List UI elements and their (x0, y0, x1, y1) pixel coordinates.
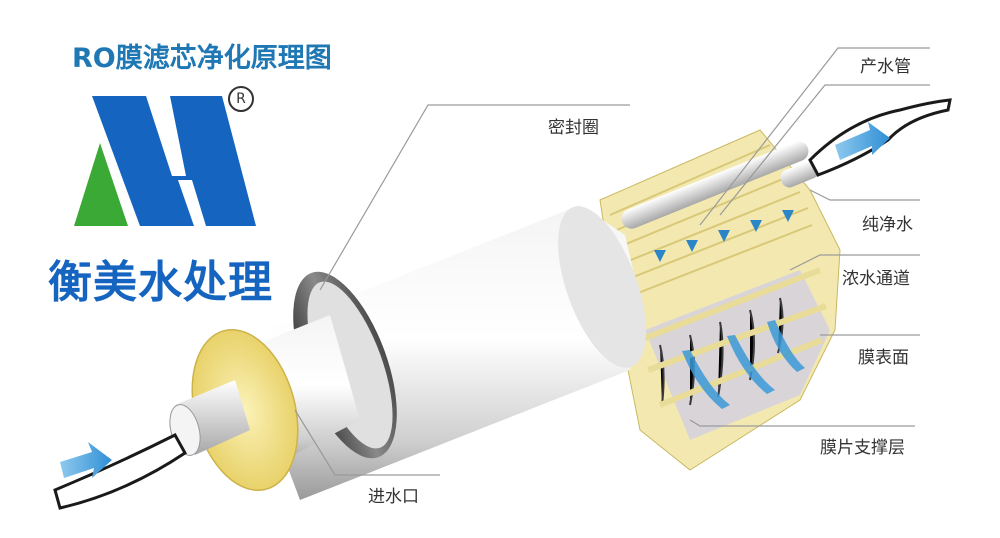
logo (0, 0, 300, 310)
label-membrane-surface: 膜表面 (858, 348, 909, 368)
inlet-water-stream (53, 433, 187, 510)
label-concentrate-channel: 浓水通道 (842, 269, 910, 289)
diagram-title: RO膜滤芯净化原理图 (72, 43, 332, 74)
brand-name: 衡美水处理 (48, 257, 273, 308)
label-seal-ring: 密封圈 (548, 118, 599, 138)
label-membrane-support-layer: 膜片支撑层 (820, 438, 905, 458)
membrane-layers (599, 129, 841, 471)
logo-mark-icon (74, 96, 256, 226)
front-segment (169, 315, 360, 492)
leader-lines (294, 47, 930, 476)
label-product-water-tube: 产水管 (860, 57, 911, 77)
registered-mark: R (228, 86, 254, 112)
label-water-inlet: 进水口 (368, 487, 419, 507)
product-water-stream (780, 98, 952, 188)
label-pure-water: 纯净水 (862, 215, 913, 235)
